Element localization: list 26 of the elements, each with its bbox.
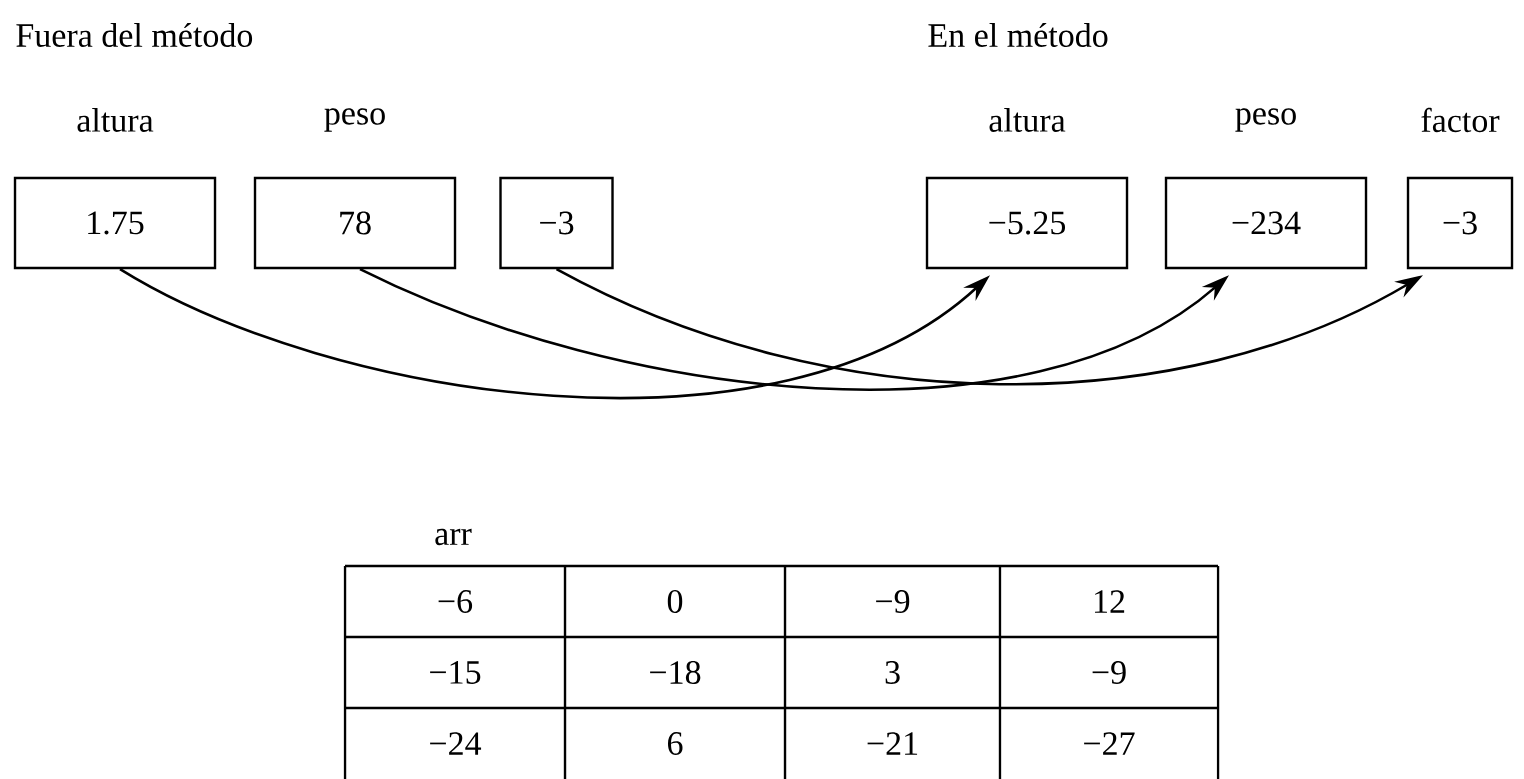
value-box: −3 xyxy=(1406,176,1514,270)
table-cell: −15 xyxy=(430,661,481,684)
value-box: −3 xyxy=(499,176,614,270)
value-box: −5.25 xyxy=(925,176,1129,270)
value-box: −234 xyxy=(1164,176,1368,270)
variable-name: factor xyxy=(1421,107,1500,133)
table-cell: −18 xyxy=(650,661,701,684)
variable-name: altura xyxy=(989,108,1066,132)
table-cell: 12 xyxy=(1095,590,1125,613)
table-cell: 3 xyxy=(885,661,900,684)
value-box: 1.75 xyxy=(13,176,217,270)
table-cell: −21 xyxy=(867,732,918,755)
variable-name: altura xyxy=(77,108,154,132)
table-cell: −9 xyxy=(876,590,910,613)
table-cell: 0 xyxy=(667,590,683,613)
variable-name: peso xyxy=(1235,108,1296,132)
table-cell: −27 xyxy=(1084,732,1135,755)
value-box: 78 xyxy=(253,176,457,270)
section-heading: Fuera del método xyxy=(16,23,253,47)
section-heading: En el método xyxy=(928,23,1108,47)
variable-name: peso xyxy=(324,108,385,132)
array-name: arr xyxy=(435,528,472,546)
table-cell: −6 xyxy=(438,590,473,613)
table-cell: 6 xyxy=(668,732,683,755)
table-cell: −9 xyxy=(1092,661,1126,684)
table-cell: −24 xyxy=(430,732,482,755)
